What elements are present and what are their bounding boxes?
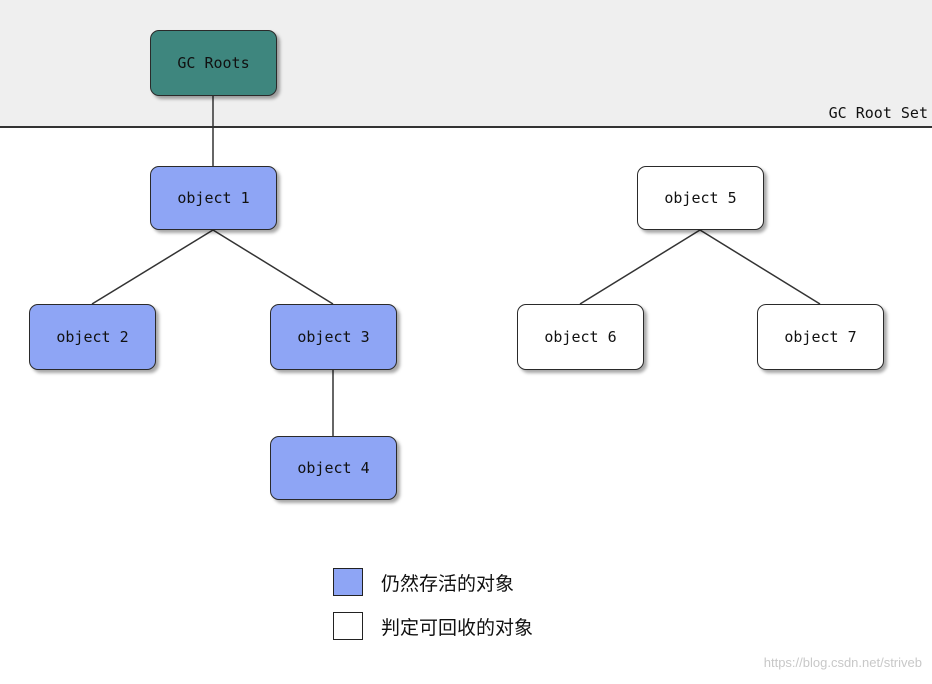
node-object-1: object 1 [150,166,277,230]
gc-root-set-divider [0,126,932,128]
edge-o5-o7 [699,229,821,305]
legend-live-swatch [333,568,363,596]
legend-live-label: 仍然存活的对象 [381,572,515,595]
node-object-7: object 7 [757,304,884,370]
legend-dead-label: 判定可回收的对象 [381,616,534,639]
node-object-6: object 6 [517,304,644,370]
node-gc-roots: GC Roots [150,30,277,96]
watermark: https://blog.csdn.net/striveb [763,655,922,670]
edge-o5-o6 [579,229,701,305]
legend-dead: 判定可回收的对象 [333,612,533,640]
edge-o1-o3 [212,229,334,305]
edge-o1-o2 [91,229,214,305]
gc-root-set-label: GC Root Set [828,104,928,122]
legend-live: 仍然存活的对象 [333,568,514,596]
legend-dead-swatch [333,612,363,640]
node-object-5: object 5 [637,166,764,230]
node-object-2: object 2 [29,304,156,370]
node-object-3: object 3 [270,304,397,370]
node-object-4: object 4 [270,436,397,500]
